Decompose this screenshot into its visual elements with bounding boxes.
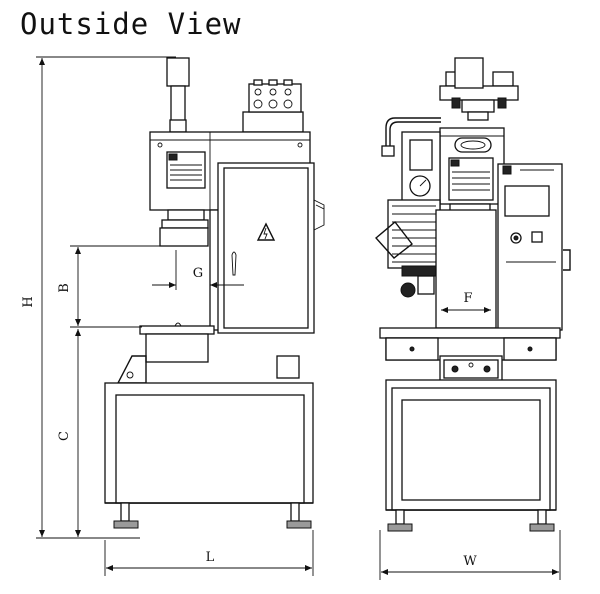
side-view-dimensions: [36, 56, 314, 576]
side-view: [104, 57, 325, 529]
front-view: [374, 57, 571, 532]
dimension-label-H: H: [21, 296, 36, 307]
dimension-label-W: W: [463, 554, 477, 569]
front-view-dimensions: [379, 307, 561, 580]
dimension-label-F: F: [463, 291, 472, 306]
dimension-label-L: L: [206, 550, 215, 565]
dimension-label-B: B: [57, 283, 72, 293]
dimension-label-C: C: [57, 431, 72, 441]
dimension-label-G: G: [193, 266, 203, 281]
page-title: Outside View: [20, 7, 242, 41]
